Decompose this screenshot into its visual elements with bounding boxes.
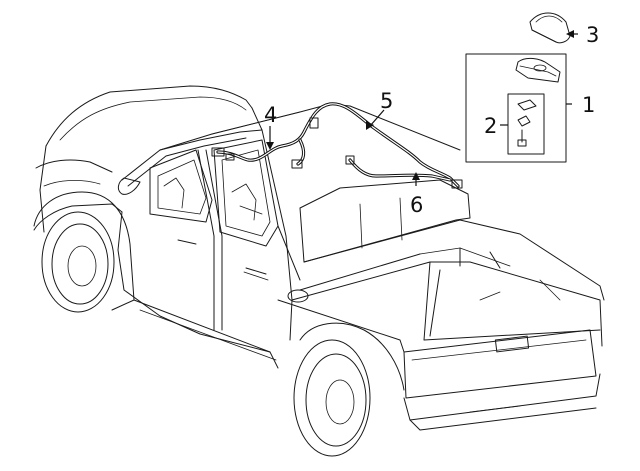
harness-connector [211, 147, 225, 157]
front-wheel [33, 191, 135, 313]
rear-wheel [293, 322, 405, 457]
antenna-assembly-box [465, 53, 567, 163]
callout-6: 6 [410, 193, 423, 217]
callout-3: 3 [586, 23, 599, 47]
gasket-clip-bolt-parts [517, 99, 537, 147]
antenna-cable-harness [211, 102, 463, 189]
harness-connector [451, 179, 463, 189]
antenna-base-part [515, 57, 561, 83]
harness-connector [309, 117, 319, 129]
antenna-cover-part [529, 12, 571, 44]
harness-connector [225, 153, 235, 161]
pickup-truck-illustration [33, 85, 605, 457]
side-mirror [117, 177, 141, 195]
front-door-handle [177, 239, 197, 245]
rear-door-handle [245, 267, 267, 275]
callout-2: 2 [484, 114, 497, 138]
tailgate-handle [494, 335, 530, 353]
leader-lines [266, 30, 578, 186]
callout-4: 4 [264, 103, 277, 127]
fuel-door [287, 289, 309, 303]
tailgate [403, 329, 597, 399]
callout-5: 5 [380, 89, 393, 113]
callout-1: 1 [582, 93, 595, 117]
harness-connector [291, 159, 303, 169]
harness-connector [345, 155, 355, 165]
